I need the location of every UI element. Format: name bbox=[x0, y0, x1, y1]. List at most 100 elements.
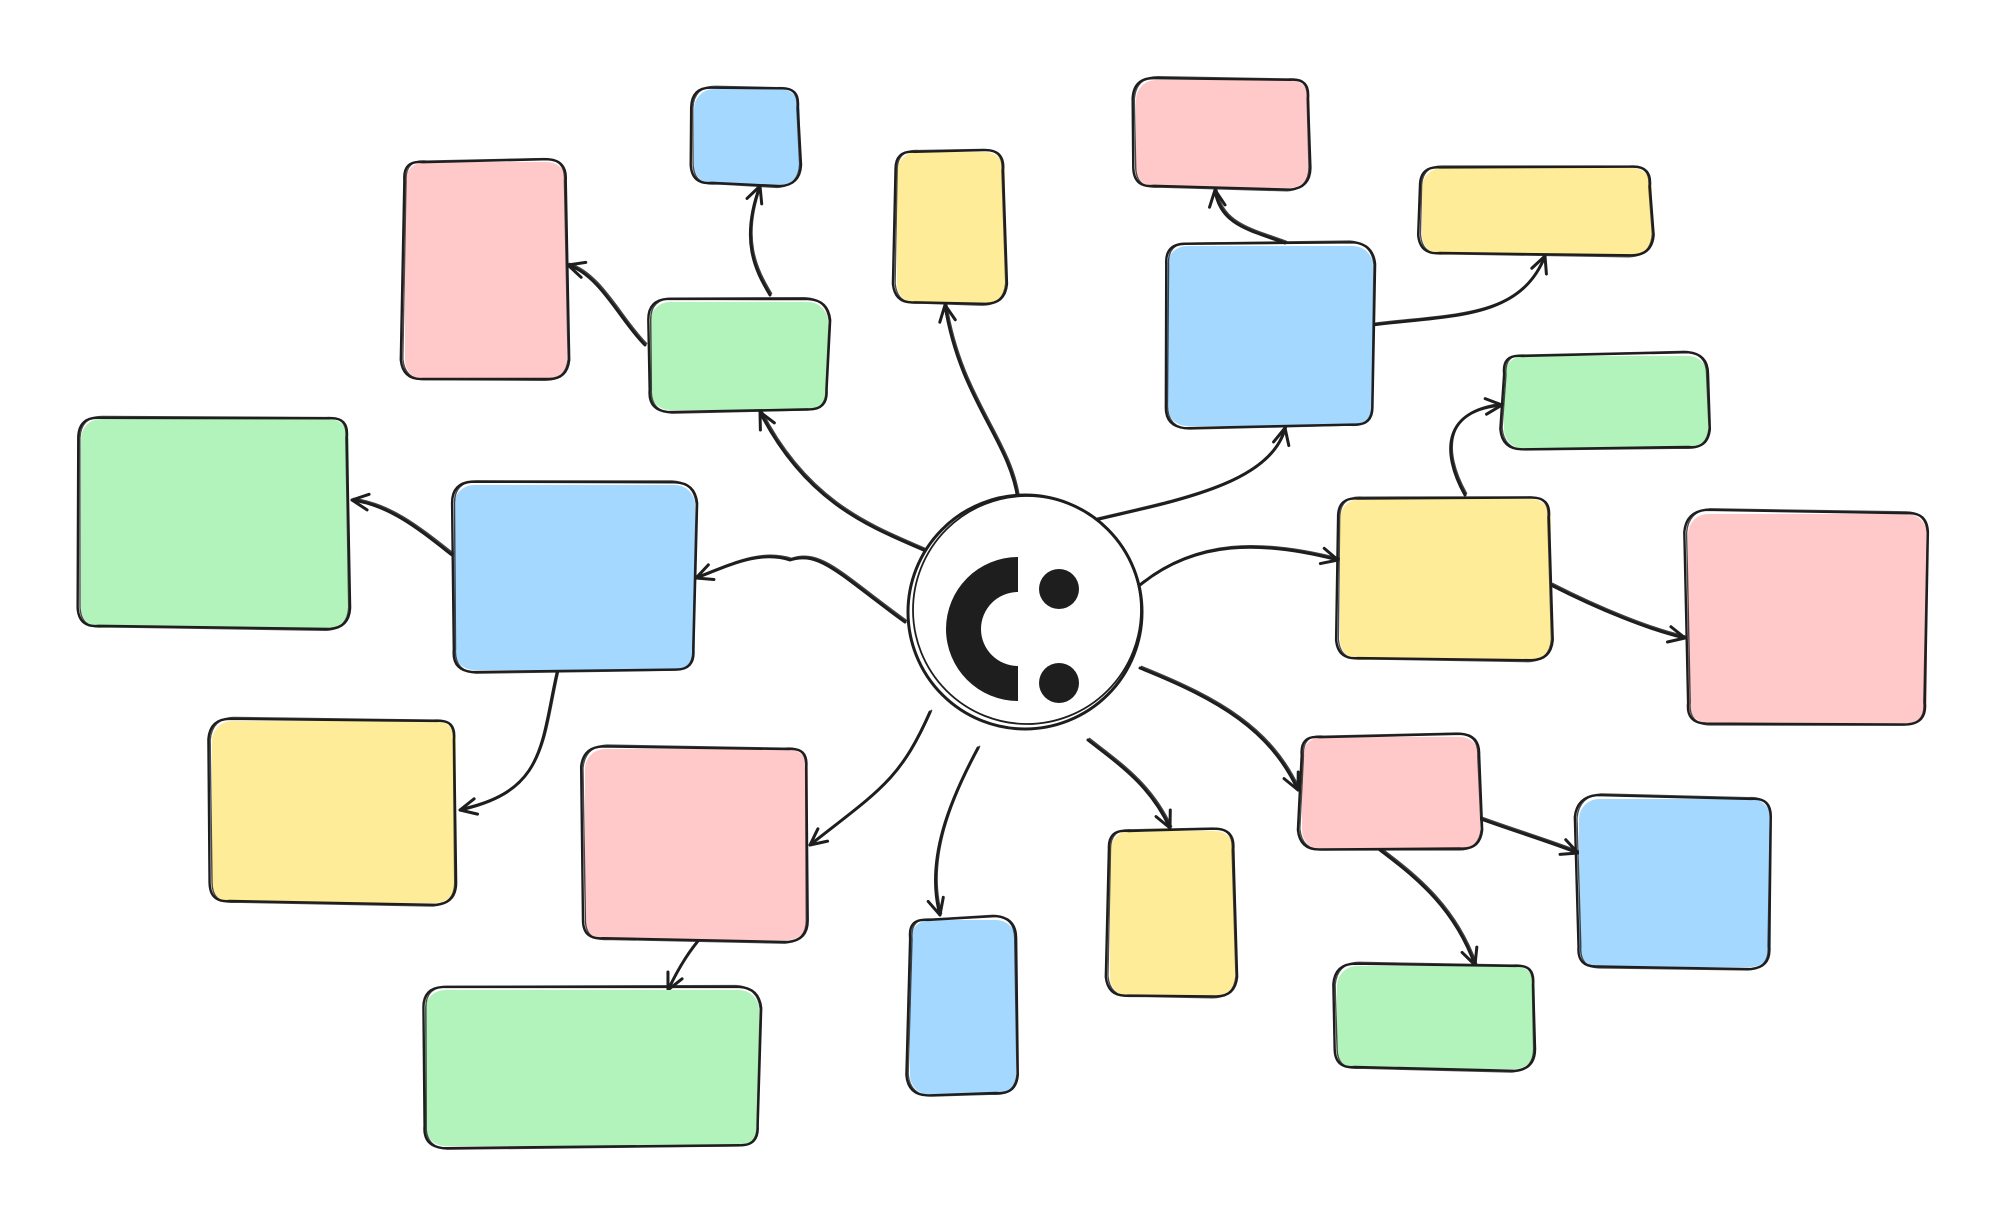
node-pink-top-left-sketch-line bbox=[402, 157, 569, 381]
connector-sketch-line bbox=[1075, 425, 1288, 525]
connector-line bbox=[1138, 666, 1300, 792]
connector-layer bbox=[350, 183, 1688, 992]
node-yellow-right-outline bbox=[1334, 496, 1554, 662]
node-pink-lower-right-outline bbox=[1296, 732, 1484, 851]
connector-sketch-line bbox=[352, 497, 455, 555]
edge-node-yellow-right-to-node-green-right bbox=[1449, 397, 1505, 497]
node-pink-lower-right-sketch-line bbox=[1299, 732, 1482, 851]
node-yellow-bottom-fill bbox=[1110, 831, 1235, 997]
node-blue-top-small[interactable] bbox=[689, 85, 803, 189]
edge-center-to-node-yellow-bottom bbox=[1086, 737, 1173, 830]
node-blue-bottom-fill bbox=[910, 920, 1016, 1095]
node-blue-bottom[interactable] bbox=[905, 914, 1019, 1097]
node-blue-top-right-sketch-line bbox=[1166, 240, 1375, 430]
edge-center-to-node-green-top-left bbox=[758, 409, 938, 557]
node-blue-top-small-sketch-line bbox=[692, 85, 801, 189]
node-yellow-top-outline bbox=[891, 148, 1009, 305]
node-yellow-lower-left-sketch-line bbox=[209, 716, 456, 907]
arrowhead-icon bbox=[1665, 625, 1687, 644]
node-blue-top-right-fill bbox=[1167, 246, 1373, 426]
node-yellow-lower-left-outline bbox=[207, 717, 458, 906]
edge-node-green-top-left-to-node-blue-top-small bbox=[745, 183, 773, 297]
node-green-top-left-fill bbox=[650, 302, 828, 410]
node-pink-far-right-fill bbox=[1688, 514, 1927, 723]
node-green-far-left-fill bbox=[81, 419, 349, 628]
node-blue-top-small-fill bbox=[694, 89, 800, 185]
arrowhead-icon bbox=[1208, 188, 1227, 209]
edge-center-to-node-yellow-top bbox=[938, 302, 1021, 502]
node-yellow-lower-left[interactable] bbox=[207, 716, 458, 907]
node-yellow-top-fill bbox=[897, 152, 1005, 304]
edge-center-to-node-blue-bottom bbox=[926, 745, 981, 917]
node-yellow-right[interactable] bbox=[1334, 496, 1554, 663]
connector-line bbox=[1086, 738, 1172, 830]
node-green-lower-right[interactable] bbox=[1332, 961, 1537, 1073]
edge-node-blue-left-to-node-yellow-lower-left bbox=[458, 657, 563, 816]
connector-line bbox=[1138, 545, 1340, 587]
connector-line bbox=[694, 555, 907, 624]
node-green-right-fill bbox=[1504, 356, 1708, 449]
arrowhead-icon bbox=[758, 410, 776, 432]
connector-sketch-line bbox=[1140, 665, 1301, 790]
node-pink-top-right-sketch-line bbox=[1133, 76, 1310, 192]
node-green-far-left[interactable] bbox=[76, 415, 352, 632]
node-yellow-top-right[interactable] bbox=[1416, 165, 1655, 258]
connector-sketch-line bbox=[1551, 582, 1688, 638]
node-yellow-top[interactable] bbox=[891, 148, 1009, 306]
connector-sketch-line bbox=[696, 554, 908, 622]
node-pink-top-right-outline bbox=[1131, 76, 1312, 191]
connector-line bbox=[943, 303, 1020, 502]
node-pink-top-left[interactable] bbox=[399, 157, 571, 381]
connector-sketch-line bbox=[945, 302, 1021, 500]
central-node[interactable] bbox=[906, 493, 1144, 731]
node-green-right-outline bbox=[1499, 350, 1712, 451]
node-pink-bottom-left[interactable] bbox=[579, 744, 809, 944]
connector-line bbox=[1378, 848, 1477, 967]
smiley-logo-icon bbox=[946, 557, 1079, 703]
node-blue-left[interactable] bbox=[450, 480, 699, 674]
edge-node-blue-left-to-node-green-far-left bbox=[350, 492, 455, 557]
node-pink-far-right[interactable] bbox=[1683, 508, 1930, 726]
node-yellow-bottom[interactable] bbox=[1104, 827, 1239, 999]
node-green-right-sketch-line bbox=[1501, 350, 1710, 451]
node-blue-lower-right-sketch-line bbox=[1576, 793, 1771, 971]
node-yellow-top-right-sketch-line bbox=[1419, 165, 1654, 258]
node-blue-left-fill bbox=[454, 485, 695, 670]
arrowhead-icon bbox=[1154, 808, 1172, 830]
node-green-bottom-left[interactable] bbox=[422, 984, 763, 1150]
node-yellow-right-fill bbox=[1340, 499, 1551, 660]
connector-sketch-line bbox=[460, 657, 563, 810]
node-pink-top-left-outline bbox=[399, 157, 571, 381]
edge-node-green-top-left-to-node-pink-top-left bbox=[566, 260, 648, 347]
node-green-top-left[interactable] bbox=[647, 297, 832, 414]
connector-line bbox=[1449, 403, 1504, 497]
connector-sketch-line bbox=[1470, 812, 1581, 853]
node-green-far-left-sketch-line bbox=[79, 415, 350, 632]
edge-center-to-node-pink-bottom-left bbox=[808, 709, 933, 847]
connector-sketch-line bbox=[1380, 847, 1478, 965]
node-pink-lower-right[interactable] bbox=[1296, 732, 1484, 851]
node-green-right[interactable] bbox=[1499, 350, 1712, 451]
connector-sketch-line bbox=[1140, 544, 1341, 585]
connector-line bbox=[566, 263, 647, 347]
connector-line bbox=[1073, 426, 1287, 527]
node-green-lower-right-sketch-line bbox=[1334, 961, 1535, 1073]
node-pink-bottom-left-outline bbox=[579, 745, 809, 944]
node-blue-top-right[interactable] bbox=[1164, 240, 1377, 430]
node-pink-top-right[interactable] bbox=[1131, 76, 1312, 192]
node-green-lower-right-fill bbox=[1337, 966, 1535, 1069]
connector-line bbox=[1549, 583, 1687, 640]
connector-line bbox=[1213, 188, 1287, 245]
connector-sketch-line bbox=[760, 409, 938, 555]
edge-center-to-node-yellow-right bbox=[1138, 544, 1341, 587]
connector-sketch-line bbox=[1372, 253, 1548, 325]
node-blue-lower-right[interactable] bbox=[1573, 793, 1772, 971]
node-pink-top-left-fill bbox=[405, 162, 567, 380]
node-pink-bottom-left-fill bbox=[585, 749, 808, 940]
node-blue-top-small-outline bbox=[689, 86, 803, 188]
arrowhead-icon bbox=[938, 303, 957, 324]
node-yellow-top-right-outline bbox=[1416, 165, 1655, 257]
edge-node-blue-top-right-to-node-yellow-top-right bbox=[1370, 253, 1548, 327]
arrowhead-icon bbox=[1272, 426, 1291, 448]
